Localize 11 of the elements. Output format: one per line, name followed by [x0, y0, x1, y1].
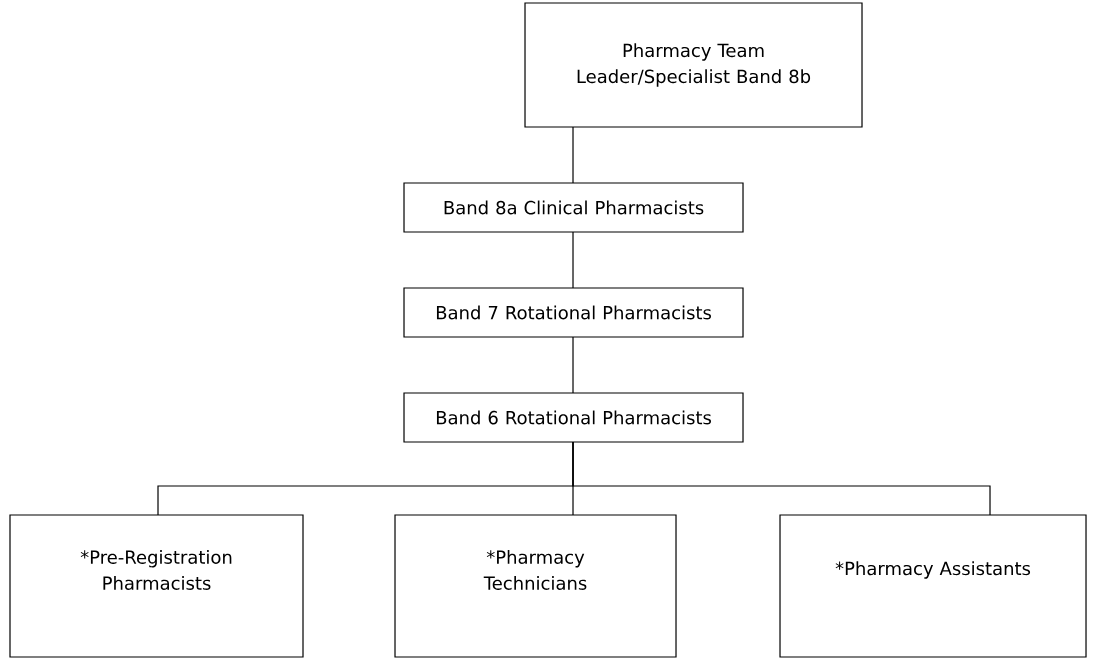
org-box: Pharmacy Team Leader/Specialist Band 8b [524, 2, 863, 128]
org-box: Band 6 Rotational Pharmacists [403, 392, 744, 443]
org-box: *Pharmacy Assistants [779, 514, 1087, 658]
org-box: Band 8a Clinical Pharmacists [403, 182, 744, 233]
connector-line [572, 231, 574, 289]
connector-line [572, 336, 574, 394]
connector-line [572, 126, 574, 184]
org-box: *Pre-Registration Pharmacists [9, 514, 304, 658]
org-box: *Pharmacy Technicians [394, 514, 677, 658]
connector-line [572, 441, 991, 516]
org-box: Band 7 Rotational Pharmacists [403, 287, 744, 338]
